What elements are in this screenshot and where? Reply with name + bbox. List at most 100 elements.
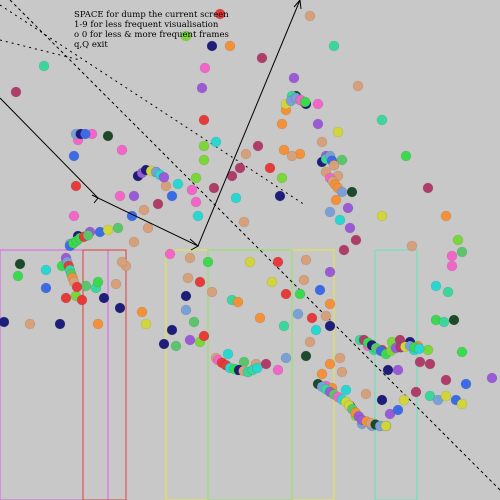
particle-dot	[230, 192, 242, 204]
particle-dot	[312, 98, 324, 110]
particle-dot	[116, 256, 128, 268]
particle-dot	[182, 272, 194, 284]
particle-dot	[424, 358, 436, 370]
particle-dot	[202, 256, 214, 268]
particle-dot	[238, 216, 250, 228]
particle-dot	[102, 224, 114, 236]
particle-dot	[166, 190, 178, 202]
particle-dot	[116, 144, 128, 156]
particle-dot	[142, 222, 154, 234]
particle-dot	[392, 364, 404, 376]
particle-dot	[184, 252, 196, 264]
particle-dot	[314, 284, 326, 296]
particle-dot	[210, 136, 222, 148]
particle-dot	[240, 148, 252, 160]
particle-dot	[199, 62, 211, 74]
particle-dot	[360, 388, 372, 400]
particle-dot	[298, 274, 310, 286]
particle-dot	[398, 394, 410, 406]
particle-dot	[114, 190, 126, 202]
particle-dot	[338, 244, 350, 256]
particle-dot	[194, 276, 206, 288]
particle-dot	[92, 318, 104, 330]
particle-dot	[82, 230, 94, 241]
particle-dot	[312, 118, 324, 130]
particle-dot	[128, 190, 140, 202]
help-line-exit: q,Q exit	[74, 40, 108, 50]
particle-dot	[140, 318, 152, 330]
particle-dot	[328, 40, 340, 52]
particle-dot	[190, 196, 202, 208]
particle-dot	[80, 128, 91, 140]
particle-dot	[186, 184, 198, 196]
particle-dot	[286, 150, 298, 162]
particle-dot	[190, 172, 202, 184]
dashed-guide-line	[0, 39, 81, 61]
particle-dot	[266, 276, 278, 288]
particle-dot	[276, 172, 288, 184]
particle-dot	[198, 330, 210, 342]
particle-dot	[224, 40, 236, 52]
arrowhead-icon	[91, 194, 99, 204]
keyboard-help: SPACE for dump the current screen 1-9 fo…	[74, 10, 229, 50]
particle-dot	[294, 288, 306, 300]
particle-dot	[306, 312, 318, 324]
particle-dot	[332, 126, 344, 138]
particle-dot	[10, 86, 22, 98]
particle-dot	[430, 280, 442, 292]
particle-dot	[414, 356, 426, 368]
particle-dot	[422, 182, 434, 194]
particle-dot	[254, 312, 266, 324]
particle-dot	[256, 52, 268, 64]
particle-dot	[71, 281, 83, 293]
particle-dot	[460, 378, 472, 390]
particle-dot	[324, 298, 336, 310]
particle-dot	[198, 140, 210, 152]
particle-dot	[410, 386, 422, 398]
particle-dot	[138, 204, 150, 216]
particle-dot	[252, 140, 264, 152]
particle-dot	[300, 254, 312, 266]
particle-dot	[438, 316, 450, 328]
particle-dot	[292, 308, 304, 320]
particle-dot	[456, 346, 468, 358]
arrowhead-icon	[293, 0, 302, 10]
particle-dot	[300, 350, 312, 362]
arrowhead-icon	[189, 238, 199, 251]
particle-dot	[54, 318, 66, 330]
particle-dot	[180, 30, 192, 42]
dashed-diagonal-line	[9, 0, 500, 491]
particle-dot	[413, 343, 425, 355]
particle-dot	[334, 352, 346, 364]
particle-dot	[232, 296, 244, 308]
particle-dot	[334, 214, 346, 226]
particle-dot	[260, 358, 272, 370]
help-line-dump: SPACE for dump the current screen	[74, 10, 229, 20]
particle-dot	[340, 384, 352, 396]
particle-dot	[14, 258, 26, 270]
particle-dot	[68, 210, 80, 222]
particle-dot	[440, 390, 452, 402]
particle-dot	[456, 398, 468, 410]
particle-dot	[278, 320, 290, 332]
particle-dot	[214, 8, 226, 20]
particle-dot	[170, 340, 182, 352]
particle-dot	[234, 162, 246, 174]
region-rect	[82, 249, 127, 500]
particle-dot	[40, 264, 52, 276]
particle-dot	[184, 334, 196, 346]
particle-dot	[92, 276, 104, 288]
particle-dot	[80, 280, 92, 292]
particle-dot	[198, 114, 210, 126]
particle-dot	[304, 336, 316, 348]
particle-dot	[188, 316, 200, 328]
particle-dot	[68, 150, 80, 162]
particle-dot	[251, 362, 263, 374]
particle-dot	[316, 368, 328, 380]
particle-dot	[376, 114, 388, 126]
particle-dot	[299, 96, 311, 108]
particle-dot	[336, 366, 348, 378]
particle-dot	[376, 210, 388, 222]
particle-dot	[158, 338, 170, 350]
